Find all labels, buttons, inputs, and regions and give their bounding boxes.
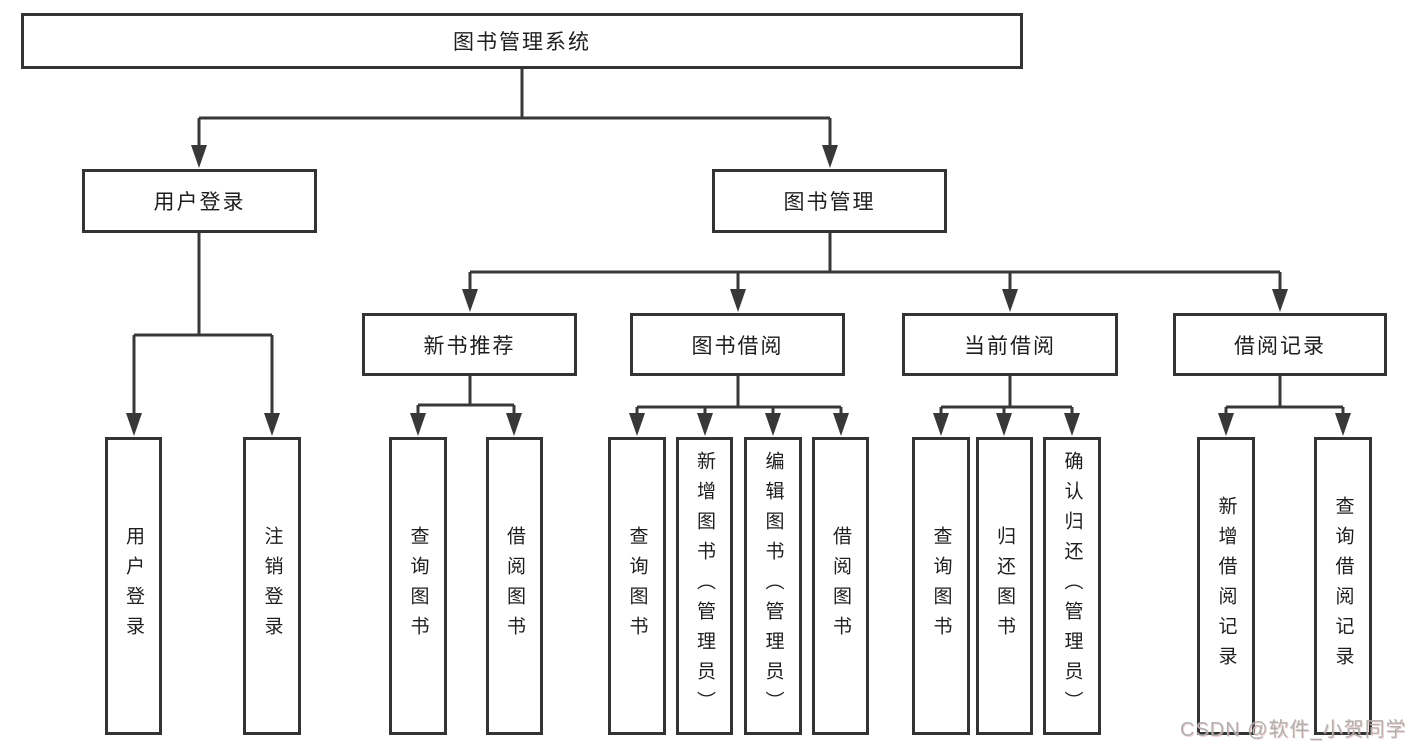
node-label: 图书借阅: [691, 334, 784, 358]
csdn-watermark: CSDN @软件_小贺同学: [1180, 719, 1405, 741]
node-user-login: 用户登录: [82, 169, 317, 233]
leaf-label: 确认归还（管理员）: [1061, 451, 1083, 721]
leaf-query-books-current: 查询图书: [912, 437, 970, 735]
leaf-label: 归还图书: [994, 526, 1015, 646]
node-label: 图书管理: [783, 191, 876, 214]
leaf-borrow-books-recommend: 借阅图书: [486, 437, 543, 735]
node-label: 用户登录: [153, 191, 246, 214]
node-book-management: 图书管理: [712, 169, 947, 233]
node-label: 图书管理系统: [453, 31, 591, 54]
node-label: 借阅记录: [1234, 334, 1326, 358]
node-library-management-system: 图书管理系统: [21, 13, 1023, 69]
leaf-add-book-admin: 新增图书（管理员）: [676, 437, 733, 735]
leaf-borrow-books-borrowing: 借阅图书: [812, 437, 869, 735]
node-label: 新书推荐: [423, 334, 516, 358]
leaf-label: 借阅图书: [504, 526, 525, 646]
leaf-label: 用户登录: [123, 526, 144, 646]
node-book-borrowing: 图书借阅: [630, 313, 845, 376]
leaf-confirm-return-admin: 确认归还（管理员）: [1043, 437, 1101, 735]
leaf-label: 新增借阅记录: [1215, 496, 1237, 676]
arrowhead-icons: [126, 145, 1351, 436]
leaf-label: 查询图书: [930, 526, 952, 646]
leaf-return-book: 归还图书: [976, 437, 1033, 735]
leaf-add-borrow-record: 新增借阅记录: [1197, 437, 1255, 735]
leaf-label: 注销登录: [261, 526, 283, 646]
leaf-label: 查询借阅记录: [1332, 496, 1354, 676]
leaf-query-books-recommend: 查询图书: [389, 437, 447, 735]
leaf-label: 编辑图书（管理员）: [762, 451, 784, 721]
node-new-book-recommend: 新书推荐: [362, 313, 577, 376]
leaf-user-login: 用户登录: [105, 437, 162, 735]
leaf-label: 查询图书: [407, 526, 429, 646]
node-borrow-records: 借阅记录: [1173, 313, 1387, 376]
node-current-borrowing: 当前借阅: [902, 313, 1118, 376]
leaf-label: 借阅图书: [830, 526, 851, 646]
node-label: 当前借阅: [964, 334, 1056, 358]
leaf-label: 新增图书（管理员）: [694, 451, 715, 721]
leaf-edit-book-admin: 编辑图书（管理员）: [744, 437, 802, 735]
leaf-query-books-borrowing: 查询图书: [608, 437, 666, 735]
leaf-logout-login: 注销登录: [243, 437, 301, 735]
leaf-query-borrow-record: 查询借阅记录: [1314, 437, 1372, 735]
leaf-label: 查询图书: [626, 526, 648, 646]
